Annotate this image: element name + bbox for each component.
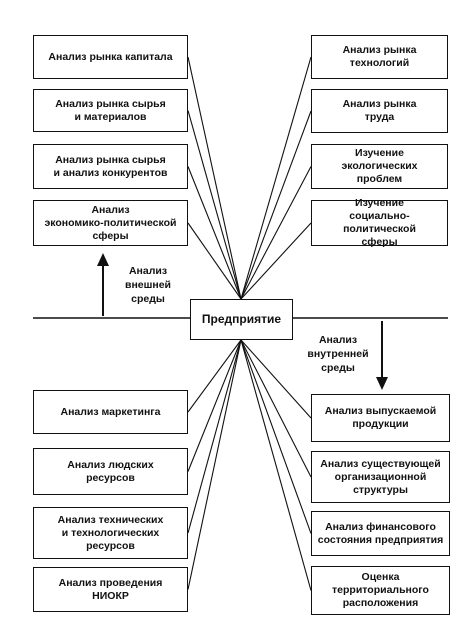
- connector-marketing: [187, 339, 242, 413]
- node-territorial-location: Оценка территориального расположения: [311, 566, 450, 615]
- node-social-political: Изучение социально-политической сферы: [311, 197, 448, 248]
- external-environment-label: Анализ внешней среды: [124, 265, 172, 305]
- connector-technology-market: [240, 56, 312, 300]
- center-node: Предприятие: [190, 299, 293, 340]
- connector-economic-political: [187, 222, 242, 300]
- connector-social-political: [240, 222, 312, 300]
- connector-ecological-problems: [240, 166, 312, 300]
- connector-territorial-location: [240, 339, 312, 591]
- node-economic-political: Анализ экономико-политической сферы: [33, 200, 188, 246]
- node-org-structure: Анализ существующей организационной стру…: [311, 451, 450, 503]
- connector-human-resources: [187, 339, 242, 472]
- node-marketing: Анализ маркетинга: [33, 390, 188, 434]
- node-raw-materials-market: Анализ рынка сырья и материалов: [33, 89, 188, 132]
- internal-environment-label: Анализ внутренней среды: [307, 334, 369, 374]
- external-arrow: [97, 253, 109, 316]
- node-capital-market: Анализ рынка капитала: [33, 35, 188, 79]
- connector-raw-materials-competitors: [187, 166, 242, 300]
- connector-raw-materials-market: [187, 110, 242, 300]
- node-technology-market: Анализ рынка технологий: [311, 35, 448, 79]
- node-labor-market: Анализ рынка труда: [311, 89, 448, 133]
- connector-capital-market: [187, 56, 242, 300]
- node-ecological-problems: Изучение экологических проблем: [311, 144, 448, 189]
- node-financial-state: Анализ финансового состояния предприятия: [311, 511, 450, 556]
- node-human-resources: Анализ людских ресурсов: [33, 448, 188, 495]
- connector-rnd: [187, 339, 242, 590]
- node-products: Анализ выпускаемой продукции: [311, 394, 450, 442]
- connector-org-structure: [240, 339, 312, 478]
- connector-products: [240, 339, 312, 419]
- node-rnd: Анализ проведения НИОКР: [33, 567, 188, 612]
- connector-technical-resources: [187, 339, 242, 534]
- connector-financial-state: [240, 339, 312, 534]
- connector-labor-market: [240, 110, 312, 300]
- node-technical-resources: Анализ технических и технологических рес…: [33, 507, 188, 559]
- internal-arrow: [376, 321, 388, 390]
- node-raw-materials-competitors: Анализ рынка сырья и анализ конкурентов: [33, 144, 188, 189]
